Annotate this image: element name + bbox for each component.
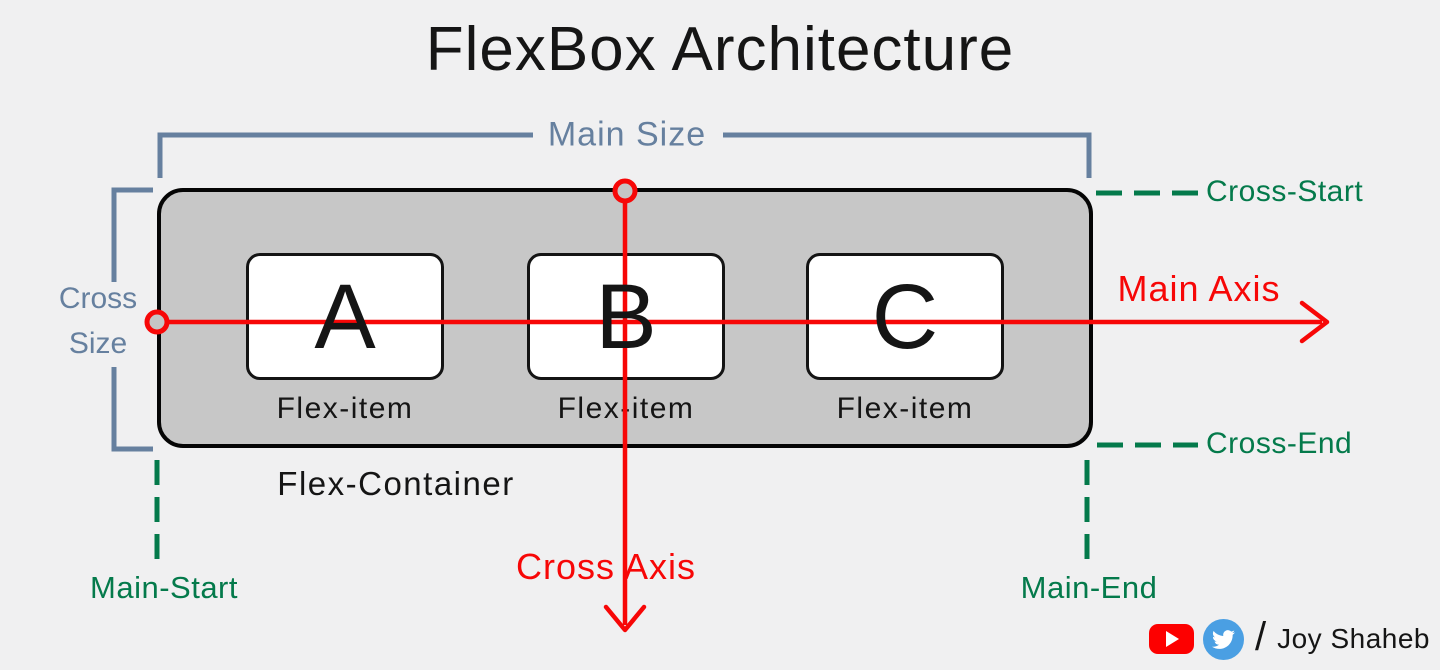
twitter-bird-glyph: [1211, 629, 1235, 649]
flex-item-box-b: B: [527, 253, 725, 380]
cross-end-label: Cross-End: [1206, 427, 1353, 460]
main-size-label: Main Size: [547, 115, 707, 154]
main-end-label: Main-End: [1020, 570, 1158, 605]
cross-size-label-line2: Size: [68, 327, 128, 360]
youtube-play-glyph: [1166, 631, 1180, 647]
attribution-author: Joy Shaheb: [1277, 623, 1430, 654]
flex-item-box-a: A: [246, 253, 444, 380]
flex-item-box-c: C: [806, 253, 1004, 380]
cross-axis-label: Cross Axis: [515, 546, 697, 587]
main-start-label: Main-Start: [90, 570, 238, 605]
cross-size-label: Cross Size: [59, 276, 137, 366]
flex-item-label-c: Flex-item: [836, 392, 974, 425]
main-axis-arrowhead: [1299, 300, 1330, 344]
attribution: / Joy Shaheb: [1148, 614, 1430, 662]
cross-size-label-line1: Cross: [58, 282, 138, 315]
cross-axis-arrowhead: [603, 604, 647, 633]
flex-container-label: Flex-Container: [277, 465, 515, 502]
attribution-separator: /: [1254, 614, 1267, 659]
cross-size-bracket-top: [111, 187, 153, 282]
page-title: FlexBox Architecture: [425, 15, 1015, 84]
flex-item-letter-b: B: [595, 265, 657, 368]
cross-start-label: Cross-Start: [1206, 175, 1364, 208]
flex-item-letter-c: C: [871, 265, 939, 368]
main-axis-label: Main Axis: [1117, 268, 1281, 309]
cross-size-bracket-bottom: [111, 367, 153, 452]
youtube-icon[interactable]: [1148, 624, 1194, 654]
main-size-bracket-left: [157, 132, 533, 178]
flex-item-label-a: Flex-item: [276, 392, 414, 425]
twitter-icon[interactable]: [1202, 618, 1244, 660]
main-size-bracket-right: [723, 132, 1092, 178]
flex-item-letter-a: A: [314, 265, 376, 368]
flex-item-label-b: Flex-item: [557, 392, 695, 425]
